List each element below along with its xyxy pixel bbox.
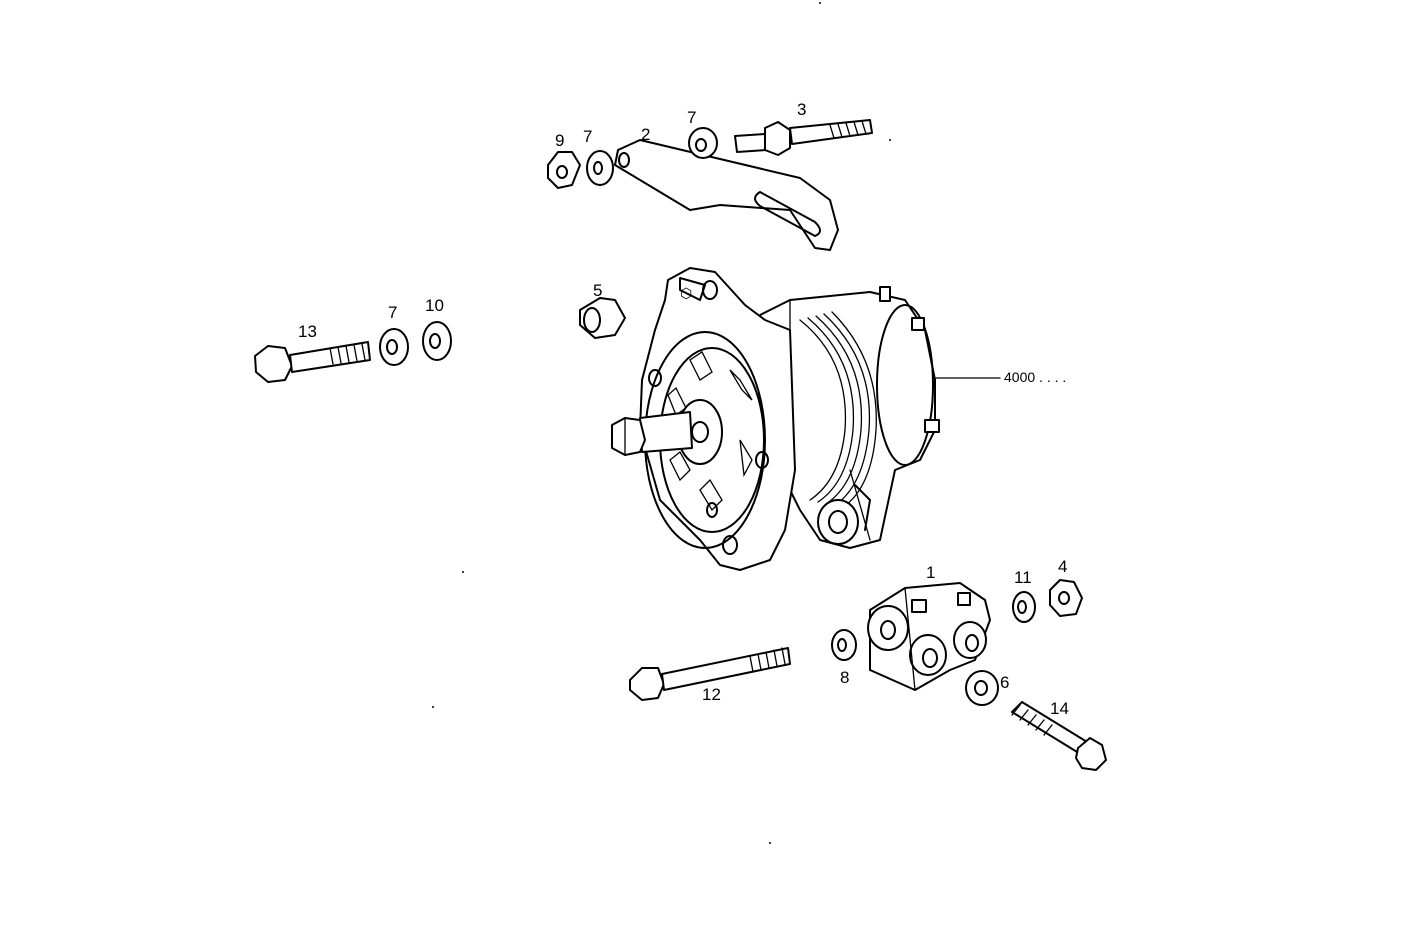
callout-11: 11 bbox=[1014, 568, 1032, 587]
alternator-assembly[interactable]: ⬡ bbox=[611, 267, 940, 571]
callout-12: 12 bbox=[702, 685, 721, 704]
nut-9[interactable] bbox=[547, 151, 581, 189]
assembly-reference: 4000 . . . . bbox=[1004, 369, 1066, 385]
svg-text:⬡: ⬡ bbox=[680, 285, 692, 301]
bolt-13[interactable] bbox=[254, 341, 371, 383]
callout-10: 10 bbox=[425, 296, 444, 315]
washer-8[interactable] bbox=[831, 629, 857, 661]
washer-7-top-left[interactable] bbox=[586, 150, 614, 186]
callout-7-left: 7 bbox=[388, 303, 397, 322]
stud-bolt-3[interactable] bbox=[734, 119, 873, 156]
speck bbox=[889, 139, 891, 141]
callout-13: 13 bbox=[298, 322, 317, 341]
callout-8: 8 bbox=[840, 668, 849, 687]
speck bbox=[819, 2, 821, 4]
callout-5: 5 bbox=[593, 281, 602, 300]
callout-7-top-left: 7 bbox=[583, 127, 592, 146]
nut-4[interactable] bbox=[1049, 579, 1083, 617]
speck bbox=[769, 842, 771, 844]
callout-14: 14 bbox=[1050, 699, 1069, 718]
washer-11[interactable] bbox=[1012, 591, 1036, 623]
callout-4: 4 bbox=[1058, 557, 1067, 576]
callout-3: 3 bbox=[797, 100, 806, 119]
speck bbox=[432, 706, 434, 708]
callout-2: 2 bbox=[641, 125, 650, 144]
callout-7-top-right: 7 bbox=[687, 108, 696, 127]
washer-10[interactable] bbox=[422, 321, 452, 361]
speck bbox=[462, 571, 464, 573]
washer-6[interactable] bbox=[965, 670, 999, 706]
washer-7-left[interactable] bbox=[379, 328, 409, 366]
tension-bracket[interactable] bbox=[614, 139, 839, 251]
bolt-14[interactable] bbox=[1011, 701, 1107, 771]
callout-9: 9 bbox=[555, 131, 564, 150]
callout-6: 6 bbox=[1000, 673, 1009, 692]
mounting-block-1[interactable] bbox=[867, 582, 991, 691]
callout-1: 1 bbox=[926, 563, 935, 582]
washer-7-top-right[interactable] bbox=[688, 127, 718, 159]
spacer-5[interactable] bbox=[579, 297, 626, 339]
bolt-12[interactable] bbox=[629, 647, 791, 701]
